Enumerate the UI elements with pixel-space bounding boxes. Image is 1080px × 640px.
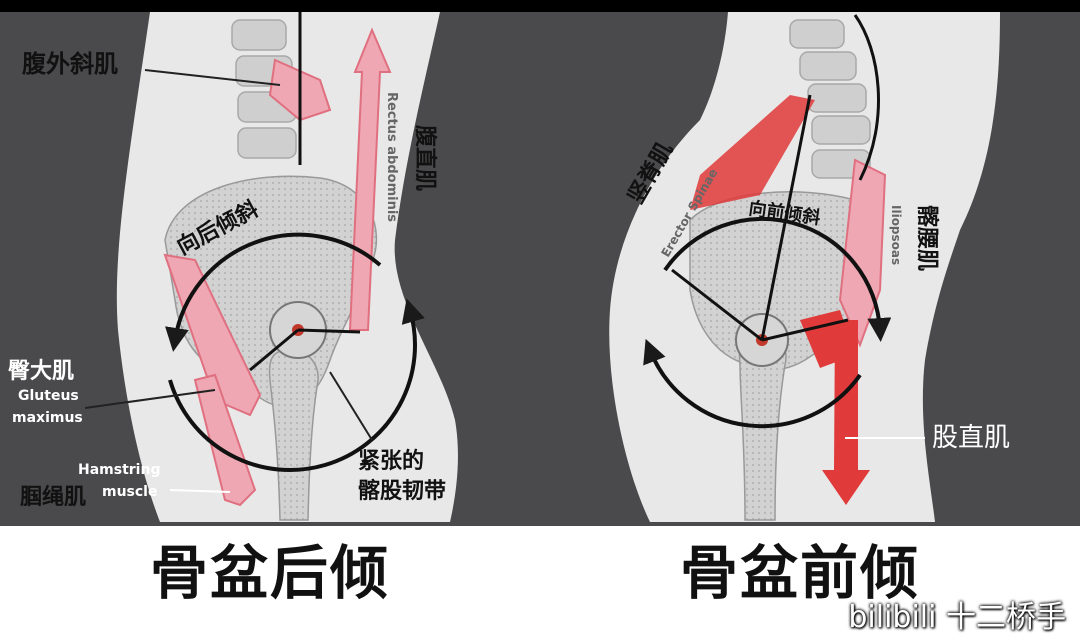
femur-left: [268, 348, 319, 521]
label-hamstring-cn: 腘绳肌: [20, 484, 86, 510]
oblique-leader: [144, 69, 281, 86]
label-it-band-2: 髂股韧带: [358, 478, 446, 504]
label-abdominal-oblique: 腹外斜肌: [22, 50, 118, 78]
gluteus-leader: [84, 389, 216, 409]
label-gluteus-en-1: Gluteus: [18, 388, 79, 404]
label-iliopsoas-en: Iliopsoas: [889, 205, 903, 265]
watermark: bilibili 十二桥手: [848, 600, 1066, 635]
rectus-abdominis-arrow: [348, 27, 392, 331]
hamstring-muscle: [193, 373, 257, 507]
caption-posterior-tilt: 骨盆后倾: [150, 539, 391, 607]
femur-axis-line: [249, 328, 299, 372]
rectus-femoris-arrow: [822, 320, 870, 505]
femur-axis-line-right: [761, 318, 849, 342]
label-hamstring-en-2: muscle: [102, 484, 157, 500]
gluteus-maximus-muscle: [163, 253, 262, 417]
posterior-rotation-arrow-lower: [168, 298, 425, 472]
erector-spinae-muscle: [690, 95, 815, 210]
posterior-rotation-arrow: [165, 232, 382, 352]
label-iliopsoas-cn: 髂腰肌: [914, 205, 940, 271]
label-hamstring-en-1: Hamstring: [78, 462, 160, 478]
lumbar-curve-line: [853, 14, 880, 181]
label-rectus-cn: 腹直肌: [412, 125, 438, 191]
label-it-band-1: 紧张的: [358, 448, 424, 474]
anterior-rotation-arrow-lower: [643, 338, 862, 429]
caption-anterior-tilt: 骨盆前倾: [680, 539, 921, 607]
top-bar: [0, 0, 1080, 12]
left-panel-posterior-tilt: 腹外斜肌 Rectus abdominis 腹直肌 向后倾斜 臀大肌 Glute…: [8, 12, 458, 522]
pelvis-axis-line-right: [671, 268, 763, 342]
label-rectus-en: Rectus abdominis: [384, 92, 399, 222]
label-gluteus-en-2: maximus: [12, 410, 83, 426]
right-panel-anterior-tilt: 竖脊肌 Erector Spinae 向前倾斜 Iliopsoas 髂腰肌 股直…: [609, 12, 1010, 522]
spine-axis-line-right: [760, 94, 812, 341]
pelvis-axis-line: [297, 328, 361, 334]
hamstring-leader: [169, 489, 231, 493]
anterior-rotation-arrow: [663, 216, 892, 342]
label-gluteus-cn: 臀大肌: [8, 359, 74, 384]
label-rectus-femoris: 股直肌: [932, 423, 1010, 453]
it-band-leader: [329, 371, 373, 441]
